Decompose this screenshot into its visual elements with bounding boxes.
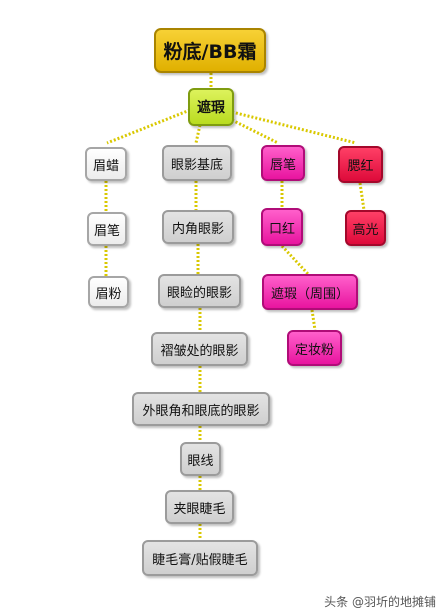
root-node-foundation: 粉底/BB霜 [154,28,266,73]
node-outer-corner-shadow: 外眼角和眼底的眼影 [132,392,270,426]
node-mascara: 睫毛膏/贴假睫毛 [142,540,258,576]
node-setting-powder: 定妆粉 [287,330,342,366]
node-lid-shadow: 眼睑的眼影 [158,274,241,308]
node-brow-powder: 眉粉 [88,276,129,308]
node-inner-corner-shadow: 内角眼影 [162,210,234,244]
watermark: 头条 @羽圻的地摊铺 [324,595,436,609]
node-lash-curl: 夹眼睫毛 [165,490,234,524]
node-brow-pencil: 眉笔 [87,212,127,246]
node-blush: 腮红 [338,146,383,183]
node-crease-shadow: 褶皱处的眼影 [151,332,248,366]
node-eyeliner: 眼线 [180,442,221,476]
node-eyeshadow-base: 眼影基底 [162,145,232,181]
node-brow-wax: 眉蜡 [85,147,127,181]
node-lip-concealer: 遮瑕（周围） [262,274,358,310]
node-concealer: 遮瑕 [188,88,234,126]
node-highlight: 高光 [345,210,386,246]
node-lip-liner: 唇笔 [261,145,305,181]
node-lipstick: 口红 [261,208,303,246]
